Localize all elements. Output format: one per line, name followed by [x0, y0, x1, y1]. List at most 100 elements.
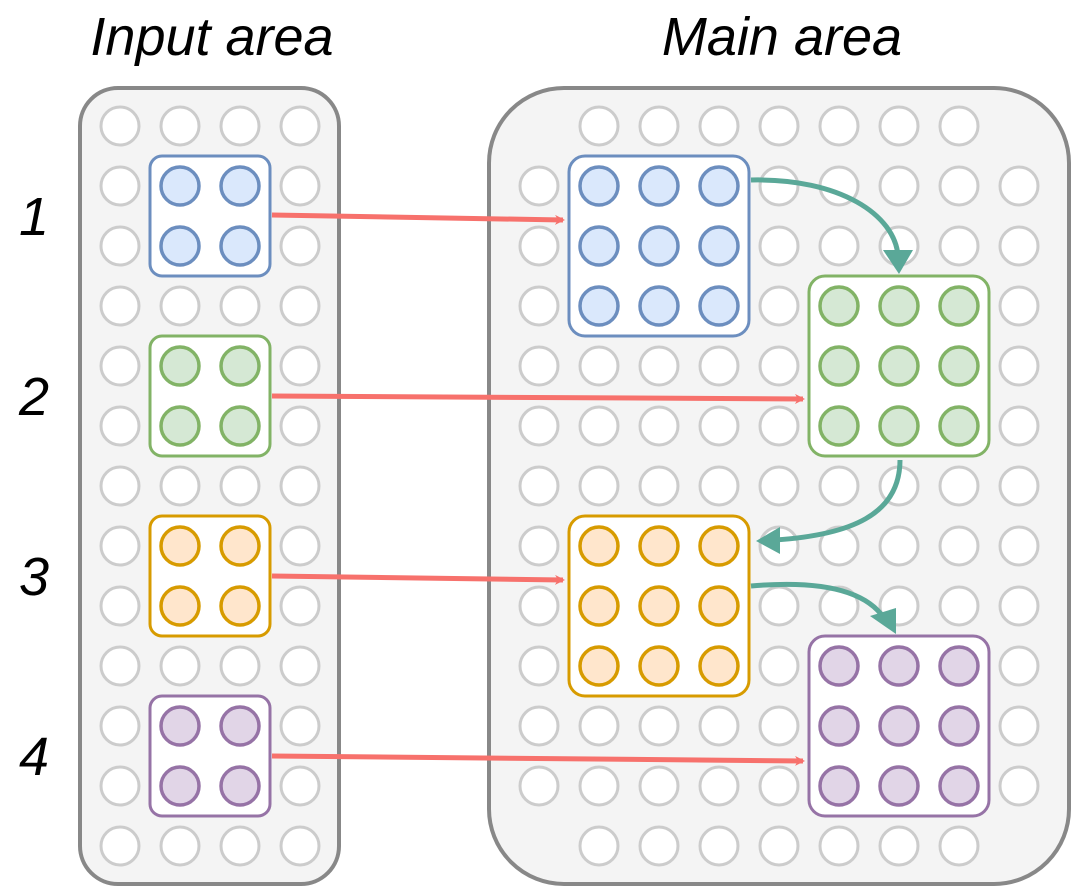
- empty-slot: [998, 585, 1040, 627]
- empty-slot: [99, 165, 141, 207]
- empty-slot: [638, 105, 680, 147]
- main-area-title: Main area: [662, 7, 902, 67]
- filled-slot-4: [938, 765, 980, 807]
- empty-slot: [638, 705, 680, 747]
- empty-slot: [878, 165, 920, 207]
- empty-slot: [518, 405, 560, 447]
- empty-slot: [638, 765, 680, 807]
- empty-slot: [638, 465, 680, 507]
- flow-arrowhead-teal-2-3: [756, 527, 780, 554]
- empty-slot: [698, 105, 740, 147]
- empty-slot: [518, 165, 560, 207]
- empty-slot: [159, 465, 201, 507]
- filled-slot-1: [159, 225, 201, 267]
- empty-slot: [998, 165, 1040, 207]
- empty-slot: [99, 345, 141, 387]
- empty-slot: [99, 285, 141, 327]
- empty-slot: [99, 225, 141, 267]
- filled-slot-2: [878, 345, 920, 387]
- empty-slot: [219, 465, 261, 507]
- empty-slot: [758, 165, 800, 207]
- empty-slot: [758, 585, 800, 627]
- empty-slot: [578, 765, 620, 807]
- empty-slot: [279, 825, 321, 867]
- empty-slot: [758, 465, 800, 507]
- empty-slot: [99, 405, 141, 447]
- empty-slot: [99, 645, 141, 687]
- empty-slot: [279, 465, 321, 507]
- empty-slot: [998, 525, 1040, 567]
- empty-slot: [279, 585, 321, 627]
- flow-arrow-red-1: [271, 212, 565, 225]
- empty-slot: [99, 765, 141, 807]
- empty-slot: [518, 465, 560, 507]
- empty-slot: [698, 345, 740, 387]
- empty-slot: [998, 705, 1040, 747]
- empty-slot: [998, 465, 1040, 507]
- filled-slot-2: [159, 345, 201, 387]
- row-label-4: 4: [19, 727, 49, 787]
- filled-slot-3: [698, 525, 740, 567]
- filled-slot-2: [878, 405, 920, 447]
- filled-slot-3: [219, 525, 261, 567]
- flow-arrow-teal-3-4: [750, 581, 887, 620]
- filled-slot-4: [818, 645, 860, 687]
- empty-slot: [578, 465, 620, 507]
- filled-slot-3: [698, 645, 740, 687]
- filled-slot-2: [219, 345, 261, 387]
- empty-slot: [698, 465, 740, 507]
- flow-arrow-teal-2-3: [774, 459, 903, 543]
- empty-slot: [758, 345, 800, 387]
- empty-slot: [159, 825, 201, 867]
- empty-slot: [818, 525, 860, 567]
- empty-slot: [518, 525, 560, 567]
- flow-arrow-red-3: [271, 573, 565, 585]
- filled-slot-4: [159, 705, 201, 747]
- empty-slot: [998, 405, 1040, 447]
- filled-slot-1: [638, 225, 680, 267]
- filled-slot-2: [818, 345, 860, 387]
- empty-slot: [578, 405, 620, 447]
- filled-slot-2: [219, 405, 261, 447]
- empty-slot: [818, 465, 860, 507]
- empty-slot: [698, 765, 740, 807]
- empty-slot: [279, 345, 321, 387]
- empty-slot: [938, 825, 980, 867]
- filled-slot-4: [938, 705, 980, 747]
- empty-slot: [518, 225, 560, 267]
- filled-slot-1: [638, 165, 680, 207]
- empty-slot: [878, 525, 920, 567]
- filled-slot-4: [159, 765, 201, 807]
- filled-slot-3: [638, 525, 680, 567]
- empty-slot: [99, 705, 141, 747]
- filled-slot-3: [578, 585, 620, 627]
- empty-slot: [998, 225, 1040, 267]
- input-area-title: Input area: [90, 7, 333, 67]
- empty-slot: [279, 165, 321, 207]
- filled-slot-2: [938, 285, 980, 327]
- empty-slot: [878, 105, 920, 147]
- empty-slot: [99, 585, 141, 627]
- empty-slot: [159, 285, 201, 327]
- filled-slot-1: [578, 225, 620, 267]
- filled-slot-4: [878, 765, 920, 807]
- empty-slot: [818, 585, 860, 627]
- filled-slot-1: [159, 165, 201, 207]
- empty-slot: [878, 825, 920, 867]
- empty-slot: [279, 705, 321, 747]
- filled-slot-3: [578, 645, 620, 687]
- filled-slot-1: [698, 165, 740, 207]
- row-label-1: 1: [19, 187, 49, 247]
- empty-slot: [279, 405, 321, 447]
- empty-slot: [279, 105, 321, 147]
- empty-slot: [578, 345, 620, 387]
- empty-slot: [698, 825, 740, 867]
- input-area-panel: [78, 86, 341, 886]
- row-label-2: 2: [18, 367, 49, 427]
- filled-slot-4: [818, 705, 860, 747]
- empty-slot: [698, 405, 740, 447]
- empty-slot: [758, 765, 800, 807]
- empty-slot: [638, 405, 680, 447]
- filled-slot-3: [159, 525, 201, 567]
